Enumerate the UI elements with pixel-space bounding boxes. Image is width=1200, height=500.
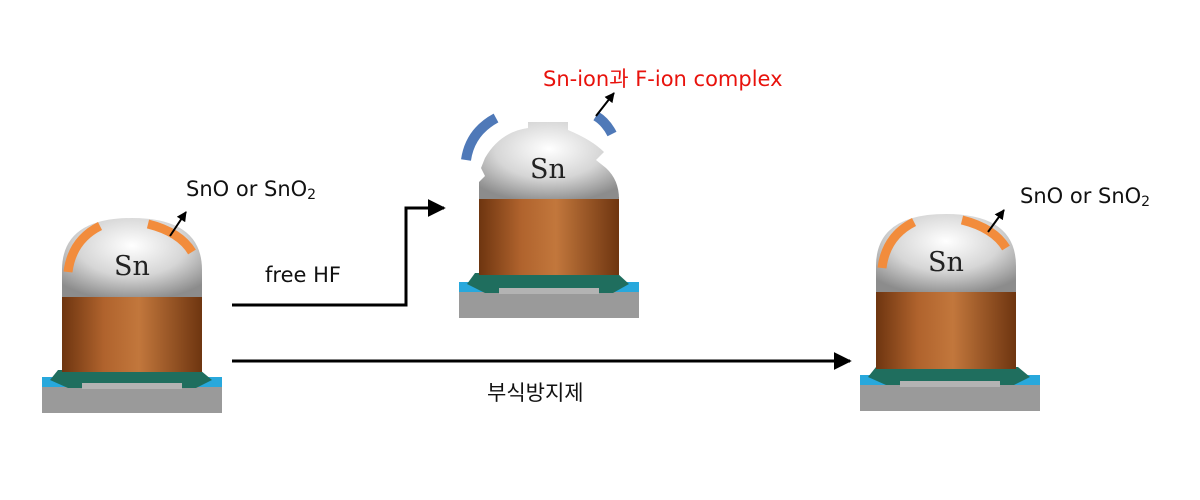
tin-label: Sn — [928, 247, 964, 278]
copper-pillar — [479, 197, 619, 275]
free-hf-arrow — [232, 199, 446, 307]
complex-pointer-arrow — [595, 92, 615, 117]
copper-pillar — [62, 295, 202, 372]
oxide-layer-left — [877, 217, 917, 269]
oxide-layer-left — [63, 221, 103, 273]
substrate — [459, 290, 639, 318]
oxide-label-left: SnO or SnO2 — [186, 177, 316, 203]
pad-gray-inset — [499, 288, 599, 294]
free-hf-label: free HF — [265, 263, 341, 287]
bump-protected: Sn SnO or SnO2 — [860, 184, 1150, 411]
inhibitor-label: 부식방지제 — [487, 381, 584, 405]
oxide-pointer-arrow — [987, 209, 1005, 233]
pad-gray-inset — [82, 383, 182, 389]
copper-pillar — [876, 290, 1016, 369]
oxide-pointer-arrow — [169, 211, 187, 237]
subscript-2: 2 — [1141, 194, 1150, 210]
bump-initial: Sn SnO or SnO2 — [42, 177, 316, 413]
tin-cap — [876, 214, 1016, 292]
tin-label: Sn — [114, 251, 150, 282]
tin-cap — [62, 218, 202, 297]
substrate — [860, 383, 1040, 411]
oxide-label-right: SnO or SnO2 — [1020, 184, 1150, 210]
tin-cap-etched — [479, 122, 619, 199]
pad-green-layer — [868, 367, 1030, 385]
complex-fragment-left — [461, 113, 499, 161]
subscript-2: 2 — [307, 187, 316, 203]
substrate — [42, 385, 222, 413]
tin-label: Sn — [530, 154, 566, 185]
complex-fragment-right — [593, 111, 617, 137]
oxide-layer-right — [146, 219, 196, 255]
bump-corroded: Sn Sn-ion과 F-ion complex — [459, 67, 783, 318]
complex-label: Sn-ion과 F-ion complex — [543, 67, 783, 91]
pad-gray-inset — [900, 381, 1000, 387]
